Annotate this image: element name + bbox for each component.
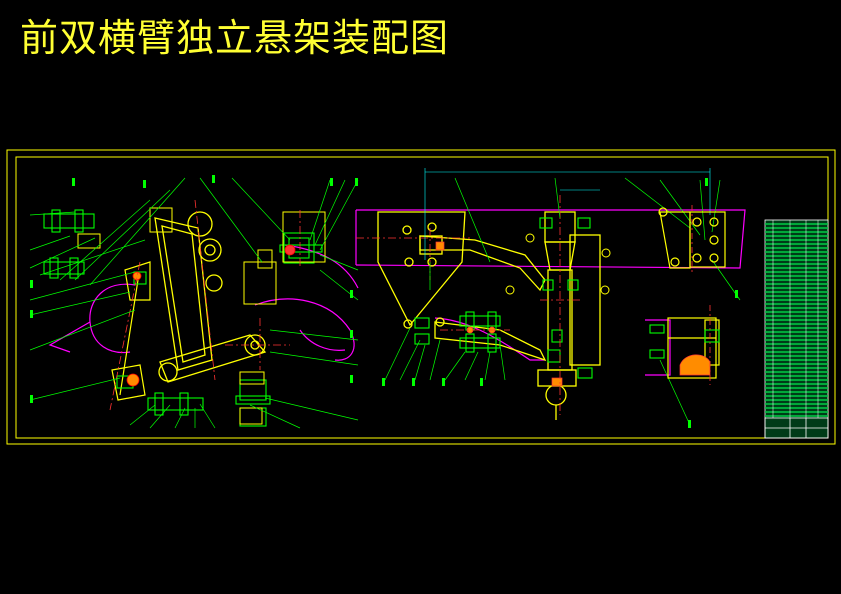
- outer-border: [6, 149, 836, 445]
- bracket-lower-bolts: [649, 324, 720, 359]
- shock-absorber: [537, 211, 601, 420]
- parts-list-columns: [772, 220, 819, 418]
- hub-hatch-left: [126, 244, 296, 387]
- leader-lines-left: [29, 177, 359, 429]
- bolt-heads-middle: [505, 233, 611, 295]
- drawing-frame: [6, 149, 836, 445]
- bolt-assembly-middle: [414, 217, 593, 379]
- bracket-upper: [658, 207, 726, 269]
- center-lines-left: [109, 199, 301, 411]
- middle-view-shock-assembly: [355, 168, 746, 428]
- parts-list-rows: [765, 223, 828, 417]
- fasteners-yellow: [77, 207, 326, 425]
- bushing-hatch-middle: [435, 241, 563, 387]
- leader-lines-middle: [384, 177, 741, 426]
- upper-control-arm: [154, 211, 223, 371]
- right-view-bracket: [649, 205, 726, 385]
- mount-plate-left: [377, 211, 466, 329]
- dimension-lines-middle: [424, 168, 711, 260]
- left-view-front-elevation: [29, 175, 359, 429]
- title-block-cells: [764, 417, 829, 439]
- drawing-title: 前双横臂独立悬架装配图: [20, 16, 450, 60]
- center-lines-right: [691, 205, 711, 385]
- leader-tags-left: [30, 175, 358, 403]
- parts-list-table: [764, 219, 829, 439]
- rubber-bump-stop: [679, 354, 711, 376]
- leader-tags-middle: [382, 178, 738, 428]
